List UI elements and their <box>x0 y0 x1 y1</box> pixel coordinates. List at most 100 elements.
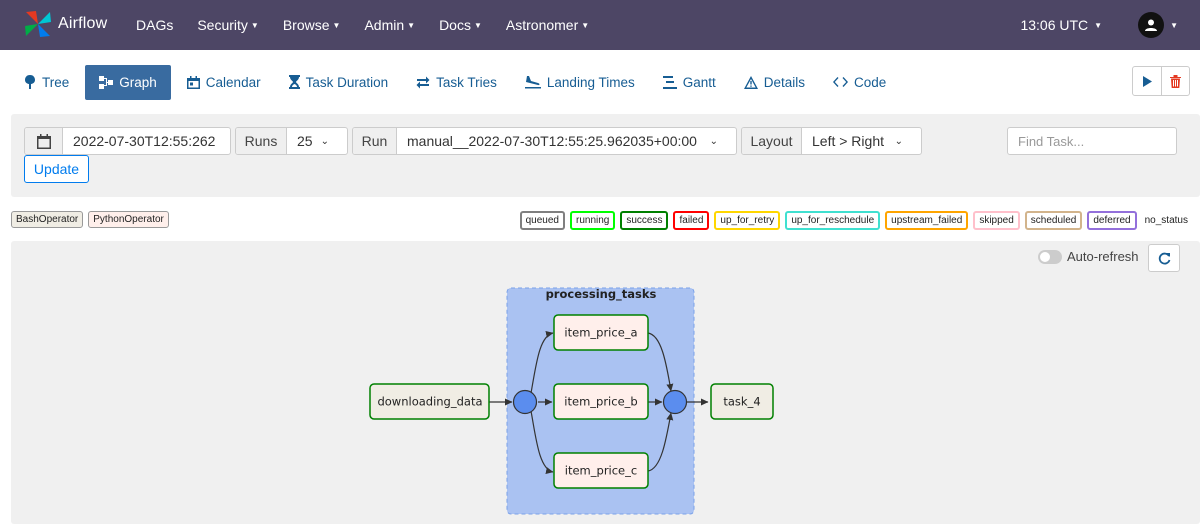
task-label: task_4 <box>723 395 760 409</box>
task-node-downloading-data[interactable]: downloading_data <box>369 383 490 420</box>
chevron-down-icon: ⌄ <box>709 135 718 147</box>
tab-label: Details <box>763 74 806 90</box>
layout-select[interactable]: Left > Right⌄ <box>802 128 921 154</box>
tab-label: Tree <box>42 74 70 90</box>
brand[interactable]: Airflow <box>22 8 107 40</box>
menu-astronomer[interactable]: Astronomer▼ <box>506 17 589 33</box>
group-downstream-join[interactable] <box>662 389 688 415</box>
task-label: item_price_c <box>565 464 637 478</box>
dag-view-tabs: Tree Graph Calendar Task Duration Task T… <box>12 64 902 100</box>
menu-dags[interactable]: DAGs <box>136 17 173 33</box>
state-scheduled[interactable]: scheduled <box>1024 211 1083 230</box>
menu-label: Browse <box>282 17 330 33</box>
calendar-icon <box>186 75 200 89</box>
find-task-input[interactable]: Find Task... <box>1007 127 1177 155</box>
trigger-dag-button[interactable] <box>1133 67 1161 95</box>
state-queued[interactable]: queued <box>519 211 565 230</box>
nav-right: 13:06 UTC ▼ ▼ <box>1020 0 1178 50</box>
tab-label: Code <box>854 74 887 90</box>
base-date-input[interactable]: 2022-07-30T12:55:262 <box>73 133 216 149</box>
caret-down-icon: ▼ <box>407 20 416 30</box>
utc-clock[interactable]: 13:06 UTC ▼ <box>1020 17 1102 33</box>
tab-calendar[interactable]: Calendar <box>175 65 273 100</box>
group-upstream-join[interactable] <box>512 389 538 415</box>
auto-refresh-label: Auto-refresh <box>1067 249 1139 264</box>
task-node-item-price-b[interactable]: item_price_b <box>553 383 649 420</box>
edge <box>530 331 554 394</box>
landing-icon <box>524 75 541 88</box>
task-node-task-4[interactable]: task_4 <box>710 383 774 420</box>
run-value: manual__2022-07-30T12:55:25.962035+00:00 <box>407 133 697 149</box>
update-button[interactable]: Update <box>24 155 89 183</box>
menu-label: DAGs <box>136 17 174 33</box>
calendar-icon <box>36 133 51 149</box>
trash-icon <box>1170 74 1181 88</box>
edge <box>647 332 674 392</box>
state-up-for-reschedule[interactable]: up_for_reschedule <box>785 211 881 230</box>
base-date-group: 2022-07-30T12:55:262 <box>24 127 231 155</box>
refresh-button[interactable] <box>1148 244 1180 272</box>
runs-select[interactable]: 25⌄ <box>287 128 347 154</box>
task-label: item_price_a <box>564 326 637 340</box>
play-icon <box>1143 75 1152 87</box>
state-no-status[interactable]: no_status <box>1144 215 1188 226</box>
state-skipped[interactable]: skipped <box>973 211 1020 230</box>
user-icon <box>1145 19 1158 31</box>
warning-icon <box>743 75 758 89</box>
task-node-item-price-c[interactable]: item_price_c <box>553 452 649 489</box>
menu-browse[interactable]: Browse▼ <box>283 17 341 33</box>
top-navbar: Airflow DAGs Security▼ Browse▼ Admin▼ Do… <box>0 0 1200 50</box>
delete-dag-button[interactable] <box>1161 67 1189 95</box>
op-badge-python[interactable]: PythonOperator <box>88 211 169 228</box>
caret-down-icon: ▼ <box>473 20 482 30</box>
task-node-item-price-a[interactable]: item_price_a <box>553 314 649 351</box>
tab-label: Task Duration <box>305 74 389 90</box>
state-legend: queued running success failed up_for_ret… <box>515 211 1188 230</box>
refresh-icon <box>1158 252 1170 264</box>
task-label: downloading_data <box>377 395 482 409</box>
main-menu: DAGs Security▼ Browse▼ Admin▼ Docs▼ Astr… <box>136 0 613 50</box>
runs-label: Runs <box>236 128 287 154</box>
tab-graph[interactable]: Graph <box>85 64 171 100</box>
state-running[interactable]: running <box>570 211 616 230</box>
layout-label: Layout <box>742 128 802 154</box>
tab-task-duration[interactable]: Task Duration <box>277 65 401 100</box>
brand-name: Airflow <box>58 15 108 32</box>
caret-down-icon: ▼ <box>1094 20 1103 30</box>
airflow-logo-icon <box>25 11 51 37</box>
edge <box>647 412 674 472</box>
caret-down-icon: ▼ <box>581 20 590 30</box>
state-failed[interactable]: failed <box>673 211 710 230</box>
tab-landing-times[interactable]: Landing Times <box>513 65 647 100</box>
user-avatar[interactable] <box>1138 12 1165 38</box>
menu-docs[interactable]: Docs▼ <box>439 17 482 33</box>
tab-code[interactable]: Code <box>821 65 898 100</box>
auto-refresh-control[interactable]: Auto-refresh <box>1038 249 1139 264</box>
task-label: item_price_b <box>564 395 637 409</box>
runs-group: Runs 25⌄ <box>235 127 348 155</box>
runs-value: 25 <box>297 133 313 149</box>
state-up-for-retry[interactable]: up_for_retry <box>714 211 781 230</box>
tab-label: Task Tries <box>436 74 497 90</box>
edge <box>530 410 554 474</box>
state-upstream-failed[interactable]: upstream_failed <box>885 211 969 230</box>
tab-gantt[interactable]: Gantt <box>651 65 728 100</box>
state-deferred[interactable]: deferred <box>1087 211 1137 230</box>
tab-tree[interactable]: Tree <box>12 65 81 100</box>
state-success[interactable]: success <box>620 211 669 230</box>
menu-security[interactable]: Security▼ <box>197 17 259 33</box>
tree-icon <box>25 75 35 89</box>
gantt-icon <box>662 75 677 89</box>
menu-admin[interactable]: Admin▼ <box>364 17 415 33</box>
clock-label: 13:06 UTC <box>1020 17 1089 33</box>
run-select[interactable]: manual__2022-07-30T12:55:25.962035+00:00… <box>397 128 736 154</box>
task-group-label: processing_tasks <box>546 287 657 302</box>
tab-details[interactable]: Details <box>732 65 817 100</box>
tab-task-tries[interactable]: Task Tries <box>404 65 509 100</box>
auto-refresh-toggle[interactable] <box>1038 249 1062 264</box>
calendar-addon[interactable] <box>25 128 63 154</box>
layout-value: Left > Right <box>812 133 884 149</box>
code-icon <box>833 77 849 87</box>
caret-down-icon[interactable]: ▼ <box>1170 20 1178 30</box>
op-badge-bash[interactable]: BashOperator <box>11 211 84 228</box>
